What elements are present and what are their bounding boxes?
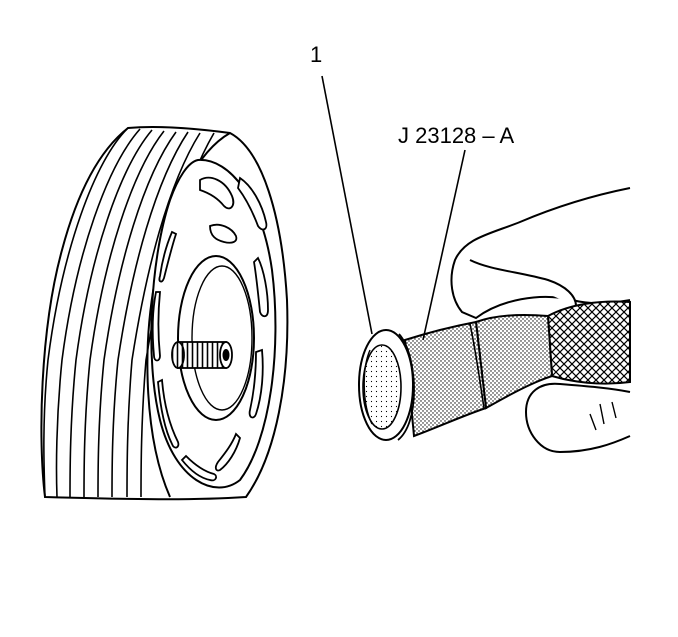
technician-hand: [450, 187, 631, 454]
hand-outline: [450, 187, 631, 320]
item-number-label: 1: [310, 42, 322, 67]
crankshaft-pulley: [40, 126, 289, 501]
callout-leaders: [321, 75, 466, 341]
seal-installer-tool: [358, 300, 631, 441]
tool-body: [403, 320, 488, 438]
item-1-leader: [321, 75, 373, 335]
pulley-slots: [151, 176, 269, 482]
pulley-hub: [177, 255, 255, 421]
tool-number-label: J 23128 – A: [398, 123, 515, 148]
crankshaft-stud: [177, 341, 227, 369]
thumb: [469, 259, 577, 307]
finger: [524, 382, 631, 454]
tool-handle-knurled: [546, 300, 631, 385]
tool-leader: [422, 149, 466, 341]
tool-handle-collar: [474, 313, 554, 410]
